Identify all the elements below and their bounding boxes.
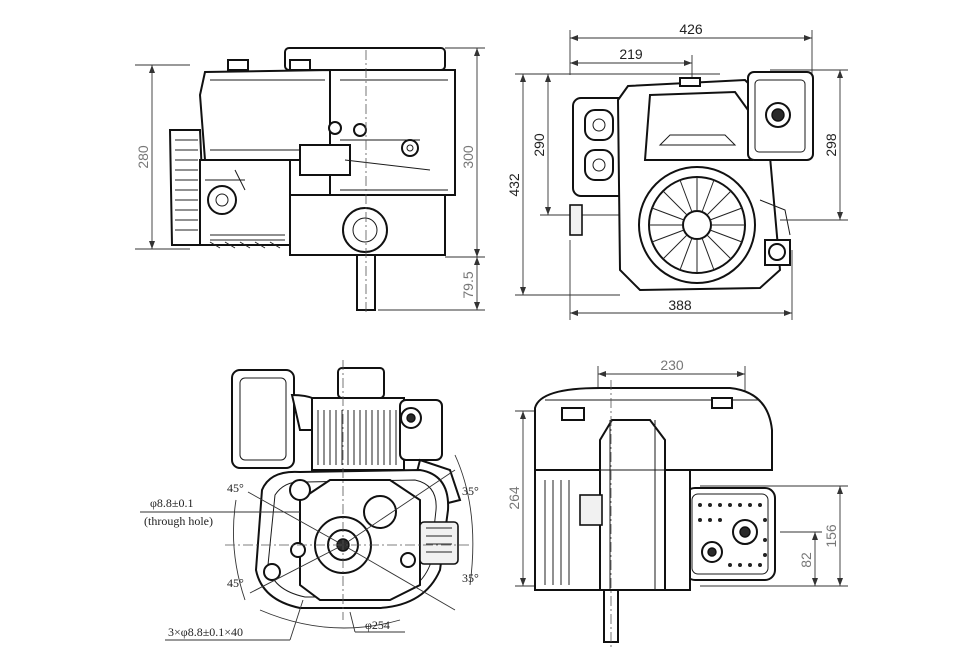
bolt-circle-label: φ254 [365,618,390,632]
rear-view: 230 264 [506,357,848,648]
dim-426: 426 [679,21,703,37]
dim-432: 432 [506,173,522,197]
angle-35-bottom: 35° [462,571,479,585]
angle-45-top: 45° [227,481,244,495]
dim-264: 264 [506,486,522,510]
dim-388: 388 [668,297,692,313]
dim-298: 298 [823,133,839,157]
fan-grille-lines [649,177,745,273]
dim-280: 280 [135,145,151,169]
dim-79-5: 79.5 [460,271,476,298]
dim-156: 156 [823,524,839,548]
side-view: 280 300 [135,47,485,315]
hole-main-label: φ8.8±0.1 [150,496,194,510]
cooling-fins [317,410,397,465]
vent-holes [698,503,767,567]
front-view: 426 219 432 290 [506,21,848,320]
angle-45-bottom: 45° [227,576,244,590]
dim-290: 290 [531,133,547,157]
hole-main-note: (through hole) [144,514,213,528]
dim-300: 300 [460,145,476,169]
dim-219: 219 [619,46,643,62]
bottom-view: 45° 45° 35° 35° φ8.8±0.1 (through hole) … [140,360,479,641]
dim-230: 230 [660,357,684,373]
hole-pattern-label: 3×φ8.8±0.1×40 [168,625,243,639]
dim-82: 82 [798,552,814,568]
angle-35-top: 35° [462,484,479,498]
